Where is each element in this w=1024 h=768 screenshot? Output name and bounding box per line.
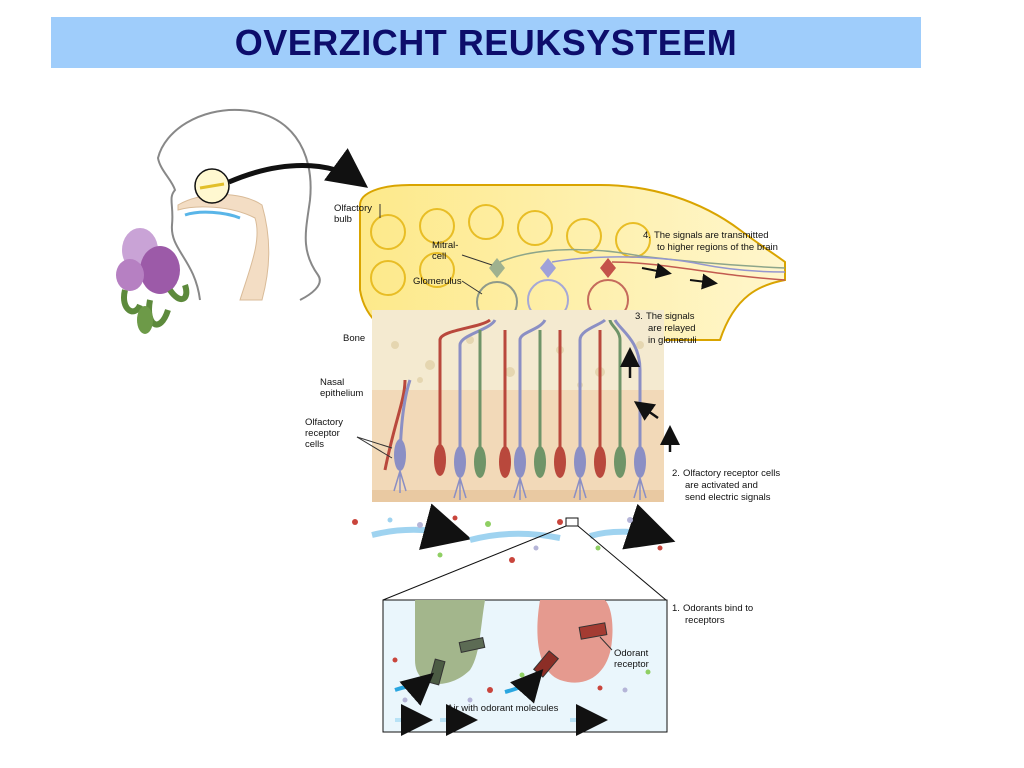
title-bar: OVERZICHT REUKSYSTEEM	[51, 17, 921, 68]
step-4-line-1: The signals are transmitted	[654, 230, 769, 241]
diag-arrow	[633, 401, 659, 421]
zoom-marker	[565, 517, 579, 527]
label-mitral-cell-1: Mitral-	[432, 240, 458, 251]
step-2-number: 2.	[672, 468, 680, 479]
step-1-line-1: Odorants bind to	[683, 603, 753, 614]
step-4-caption: 4.The signals are transmitted to higher …	[643, 230, 778, 253]
step-2-line-3: send electric signals	[685, 492, 771, 503]
step-2-line-1: Olfactory receptor cells	[683, 468, 780, 479]
step-2-line-2: are activated and	[685, 480, 758, 491]
step-3-line-3: in glomeruli	[648, 335, 697, 346]
step-4-line-2: to higher regions of the brain	[657, 242, 778, 253]
label-mitral-cell-2: cell	[432, 251, 446, 262]
step-4-number: 4.	[643, 230, 651, 241]
receptor-inset	[382, 599, 668, 736]
step-1-number: 1.	[672, 603, 680, 614]
lilac-flowers	[116, 228, 190, 334]
label-nasal-epithelium-1: Nasal	[320, 377, 344, 388]
label-odorant-receptor-1: Odorant	[614, 648, 649, 659]
step-3-caption: 3.The signals are relayed in glomeruli	[635, 311, 697, 346]
svg-text:3.The signals: 3.The signals	[635, 311, 695, 322]
page-title: OVERZICHT REUKSYSTEEM	[234, 21, 738, 63]
svg-text:1.Odorants bind to: 1.Odorants bind to	[672, 603, 753, 614]
step-3-number: 3.	[635, 311, 643, 322]
air-flow	[352, 503, 676, 563]
step-3-line-1: The signals	[646, 311, 695, 322]
receptor-cell-bodies	[393, 439, 647, 500]
label-bone: Bone	[343, 333, 365, 344]
label-nasal-epithelium-2: epithelium	[320, 388, 363, 399]
step-3-line-2: are relayed	[648, 323, 696, 334]
svg-text:2.Olfactory receptor cells: 2.Olfactory receptor cells	[672, 468, 780, 479]
head-illustration	[156, 108, 369, 301]
step-2-caption: 2.Olfactory receptor cells are activated…	[672, 468, 780, 503]
label-receptor-cells-2: receptor	[305, 428, 340, 439]
step-1-caption: 1.Odorants bind to receptors	[672, 603, 753, 626]
label-receptor-cells-1: Olfactory	[305, 417, 343, 428]
olfactory-bulb	[359, 184, 786, 341]
step-1-line-2: receptors	[685, 615, 725, 626]
label-receptor-cells-3: cells	[305, 439, 324, 450]
label-glomerulus: Glomerulus	[413, 276, 462, 287]
svg-text:4.The signals are transmitted: 4.The signals are transmitted	[643, 230, 769, 241]
label-olfactory-bulb-2: bulb	[334, 214, 352, 225]
label-olfactory-bulb-1: Olfactory	[334, 203, 372, 214]
label-air: Air with odorant molecules	[447, 703, 559, 714]
nasal-epithelium	[372, 390, 664, 502]
label-odorant-receptor-2: receptor	[614, 659, 649, 670]
